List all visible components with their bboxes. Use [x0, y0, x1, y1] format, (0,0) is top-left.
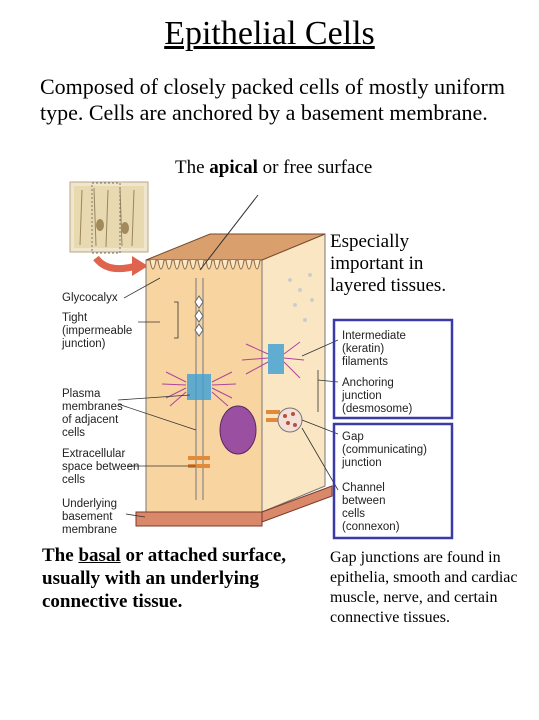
apical-prefix: The: [175, 157, 210, 178]
label-tight-junction: Tight (impermeable junction): [62, 312, 133, 350]
micrograph-thumbnail: [69, 181, 149, 254]
basal-suffix: or attached surface, usually with an und…: [42, 545, 287, 612]
page-title: Epithelial Cells: [164, 15, 375, 52]
pointer-arrow: [93, 255, 137, 273]
basal-underlined: basal: [78, 545, 121, 566]
label-gap-junction: Gap (communicating) junction: [342, 431, 427, 469]
label-glycocalyx: Glycocalyx: [62, 292, 118, 304]
label-channel-connexon: Channel between cells (connexon): [342, 482, 400, 533]
right-leader-lines: [301, 339, 339, 491]
cell-block: [135, 233, 333, 527]
basal-prefix: The: [42, 545, 79, 566]
junction-box-lower: [332, 422, 454, 540]
label-plasma-membranes: Plasma membranes of adjacent cells: [62, 388, 123, 439]
nucleus: [219, 405, 257, 455]
label-intermediate-filaments: Intermediate (keratin) filaments: [342, 330, 406, 368]
intro-text: Composed of closely packed cells of most…: [40, 74, 505, 125]
label-basement-membrane: Underlying basement membrane: [62, 498, 117, 536]
apical-caption: The apical or free surface: [175, 157, 372, 179]
apical-bold: apical: [209, 157, 258, 178]
apical-suffix: or free surface: [257, 157, 373, 178]
junction-box-upper: [332, 318, 454, 420]
left-leader-lines: [117, 277, 197, 518]
layered-note: Especially important in layered tissues.: [330, 231, 447, 296]
gap-junction-note: Gap junctions are found in epithelia, sm…: [330, 549, 518, 626]
label-extracellular-space: Extracellular space between cells: [62, 448, 140, 486]
apical-pointer-line: [199, 194, 259, 271]
label-anchoring-junction: Anchoring junction (desmosome): [342, 377, 413, 415]
basal-caption: The basal or attached surface, usually w…: [42, 544, 322, 613]
